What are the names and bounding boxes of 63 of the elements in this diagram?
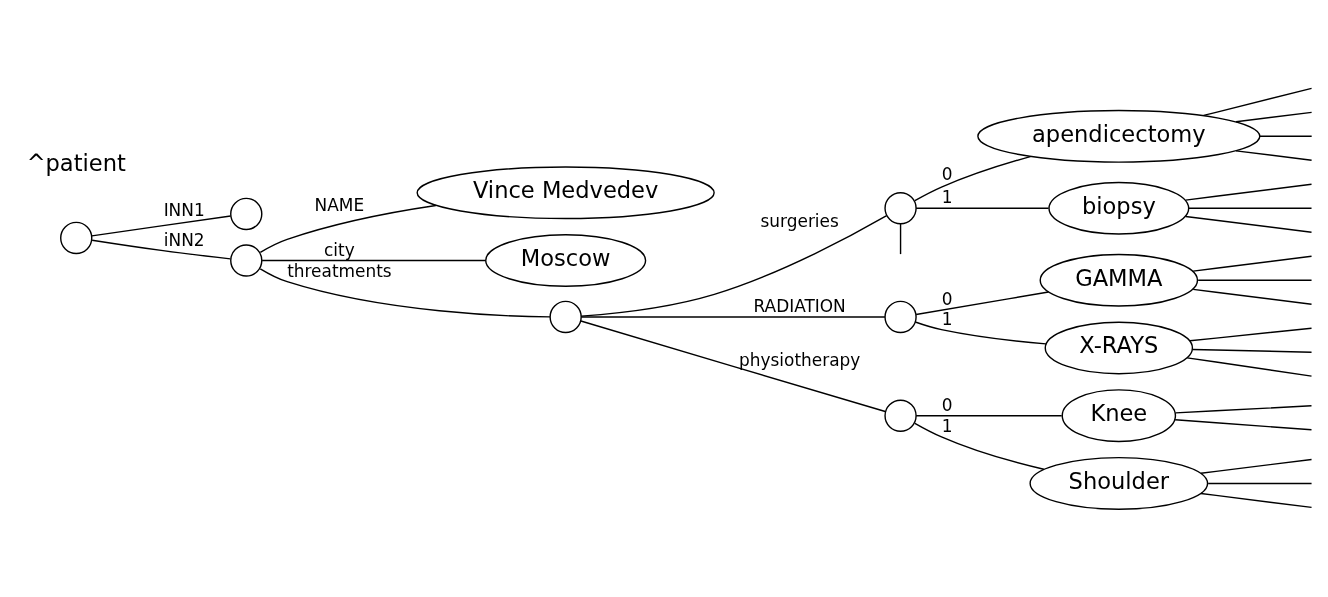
edge-label: surgeries (760, 211, 839, 232)
node-ellipse: X-RAYS (1044, 321, 1194, 375)
node-ellipse: biopsy (1048, 181, 1190, 235)
connector (899, 223, 902, 255)
connector (915, 207, 1050, 209)
connector (580, 316, 886, 318)
connector (1189, 327, 1313, 342)
connector (1235, 111, 1313, 123)
node-ellipse: Shoulder (1029, 456, 1209, 510)
connector (914, 155, 1032, 202)
edge-label: 0 (941, 163, 953, 184)
connector (914, 321, 1047, 345)
edge-label: 0 (941, 394, 953, 415)
connector (1191, 348, 1313, 353)
node-circle (884, 300, 917, 334)
node-label: ^patient (26, 150, 126, 177)
edge-label: physiotherapy (739, 349, 861, 370)
connector (1192, 288, 1313, 305)
node-ellipse: GAMMA (1039, 253, 1199, 307)
connector (1200, 492, 1313, 509)
node-ellipse: Vince Medvedev (416, 166, 715, 220)
connector (915, 291, 1050, 316)
connector (1197, 279, 1313, 281)
connector (1259, 135, 1313, 138)
node-circle (884, 192, 917, 225)
connector (580, 214, 888, 317)
connector (1192, 255, 1313, 272)
connector (259, 268, 551, 318)
edge-label: 1 (941, 416, 953, 437)
edge-label: INN1 (163, 200, 205, 221)
connector (1235, 150, 1313, 161)
edge-label: RADIATION (753, 296, 846, 317)
edge-label: 0 (941, 289, 953, 310)
node-circle (230, 197, 263, 231)
connector (1207, 482, 1313, 485)
edge-label: 1 (941, 308, 953, 329)
node-ellipse: Knee (1061, 389, 1177, 443)
edge-label: city (324, 239, 355, 260)
edge-label: threatments (287, 260, 392, 281)
edge-label: iNN2 (163, 229, 205, 250)
connector (914, 422, 1045, 470)
connector (1174, 405, 1313, 414)
connector (1202, 87, 1313, 117)
connector (91, 215, 232, 237)
connector (580, 320, 886, 413)
edge-label: 1 (941, 187, 953, 208)
node-ellipse: Moscow (485, 234, 647, 287)
connector (1200, 458, 1313, 474)
node-circle (549, 300, 582, 334)
connector (261, 259, 487, 262)
connector (1184, 215, 1313, 233)
connector (91, 239, 232, 260)
edge-label: NAME (314, 194, 365, 215)
connector (915, 415, 1063, 417)
connector (259, 204, 437, 254)
node-ellipse: apendicectomy (977, 109, 1261, 163)
connector (1188, 207, 1313, 209)
connector (1186, 357, 1313, 377)
node-circle (230, 244, 263, 277)
connector (1174, 419, 1313, 431)
node-circle (884, 399, 917, 432)
node-circle (60, 221, 93, 255)
connector (1184, 183, 1313, 201)
